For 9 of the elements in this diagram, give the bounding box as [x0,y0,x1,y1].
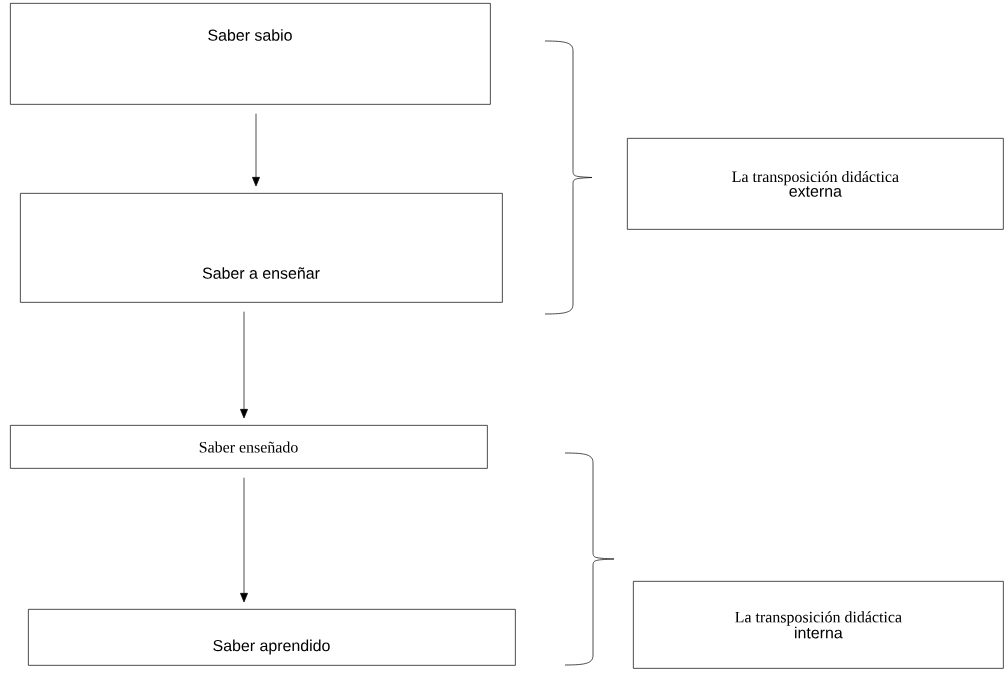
process-box: Saber a enseñar [20,193,503,303]
arrow [240,311,248,419]
text-box: La transposición didáctica externa [627,138,1004,230]
process-box: Saber enseñado [10,425,488,469]
process-box: Saber aprendido [28,609,516,666]
arrow [240,477,248,603]
text-box: La transposición didáctica interna [633,581,1004,669]
arrow [252,113,260,187]
process-box: Saber sabio [10,3,491,105]
